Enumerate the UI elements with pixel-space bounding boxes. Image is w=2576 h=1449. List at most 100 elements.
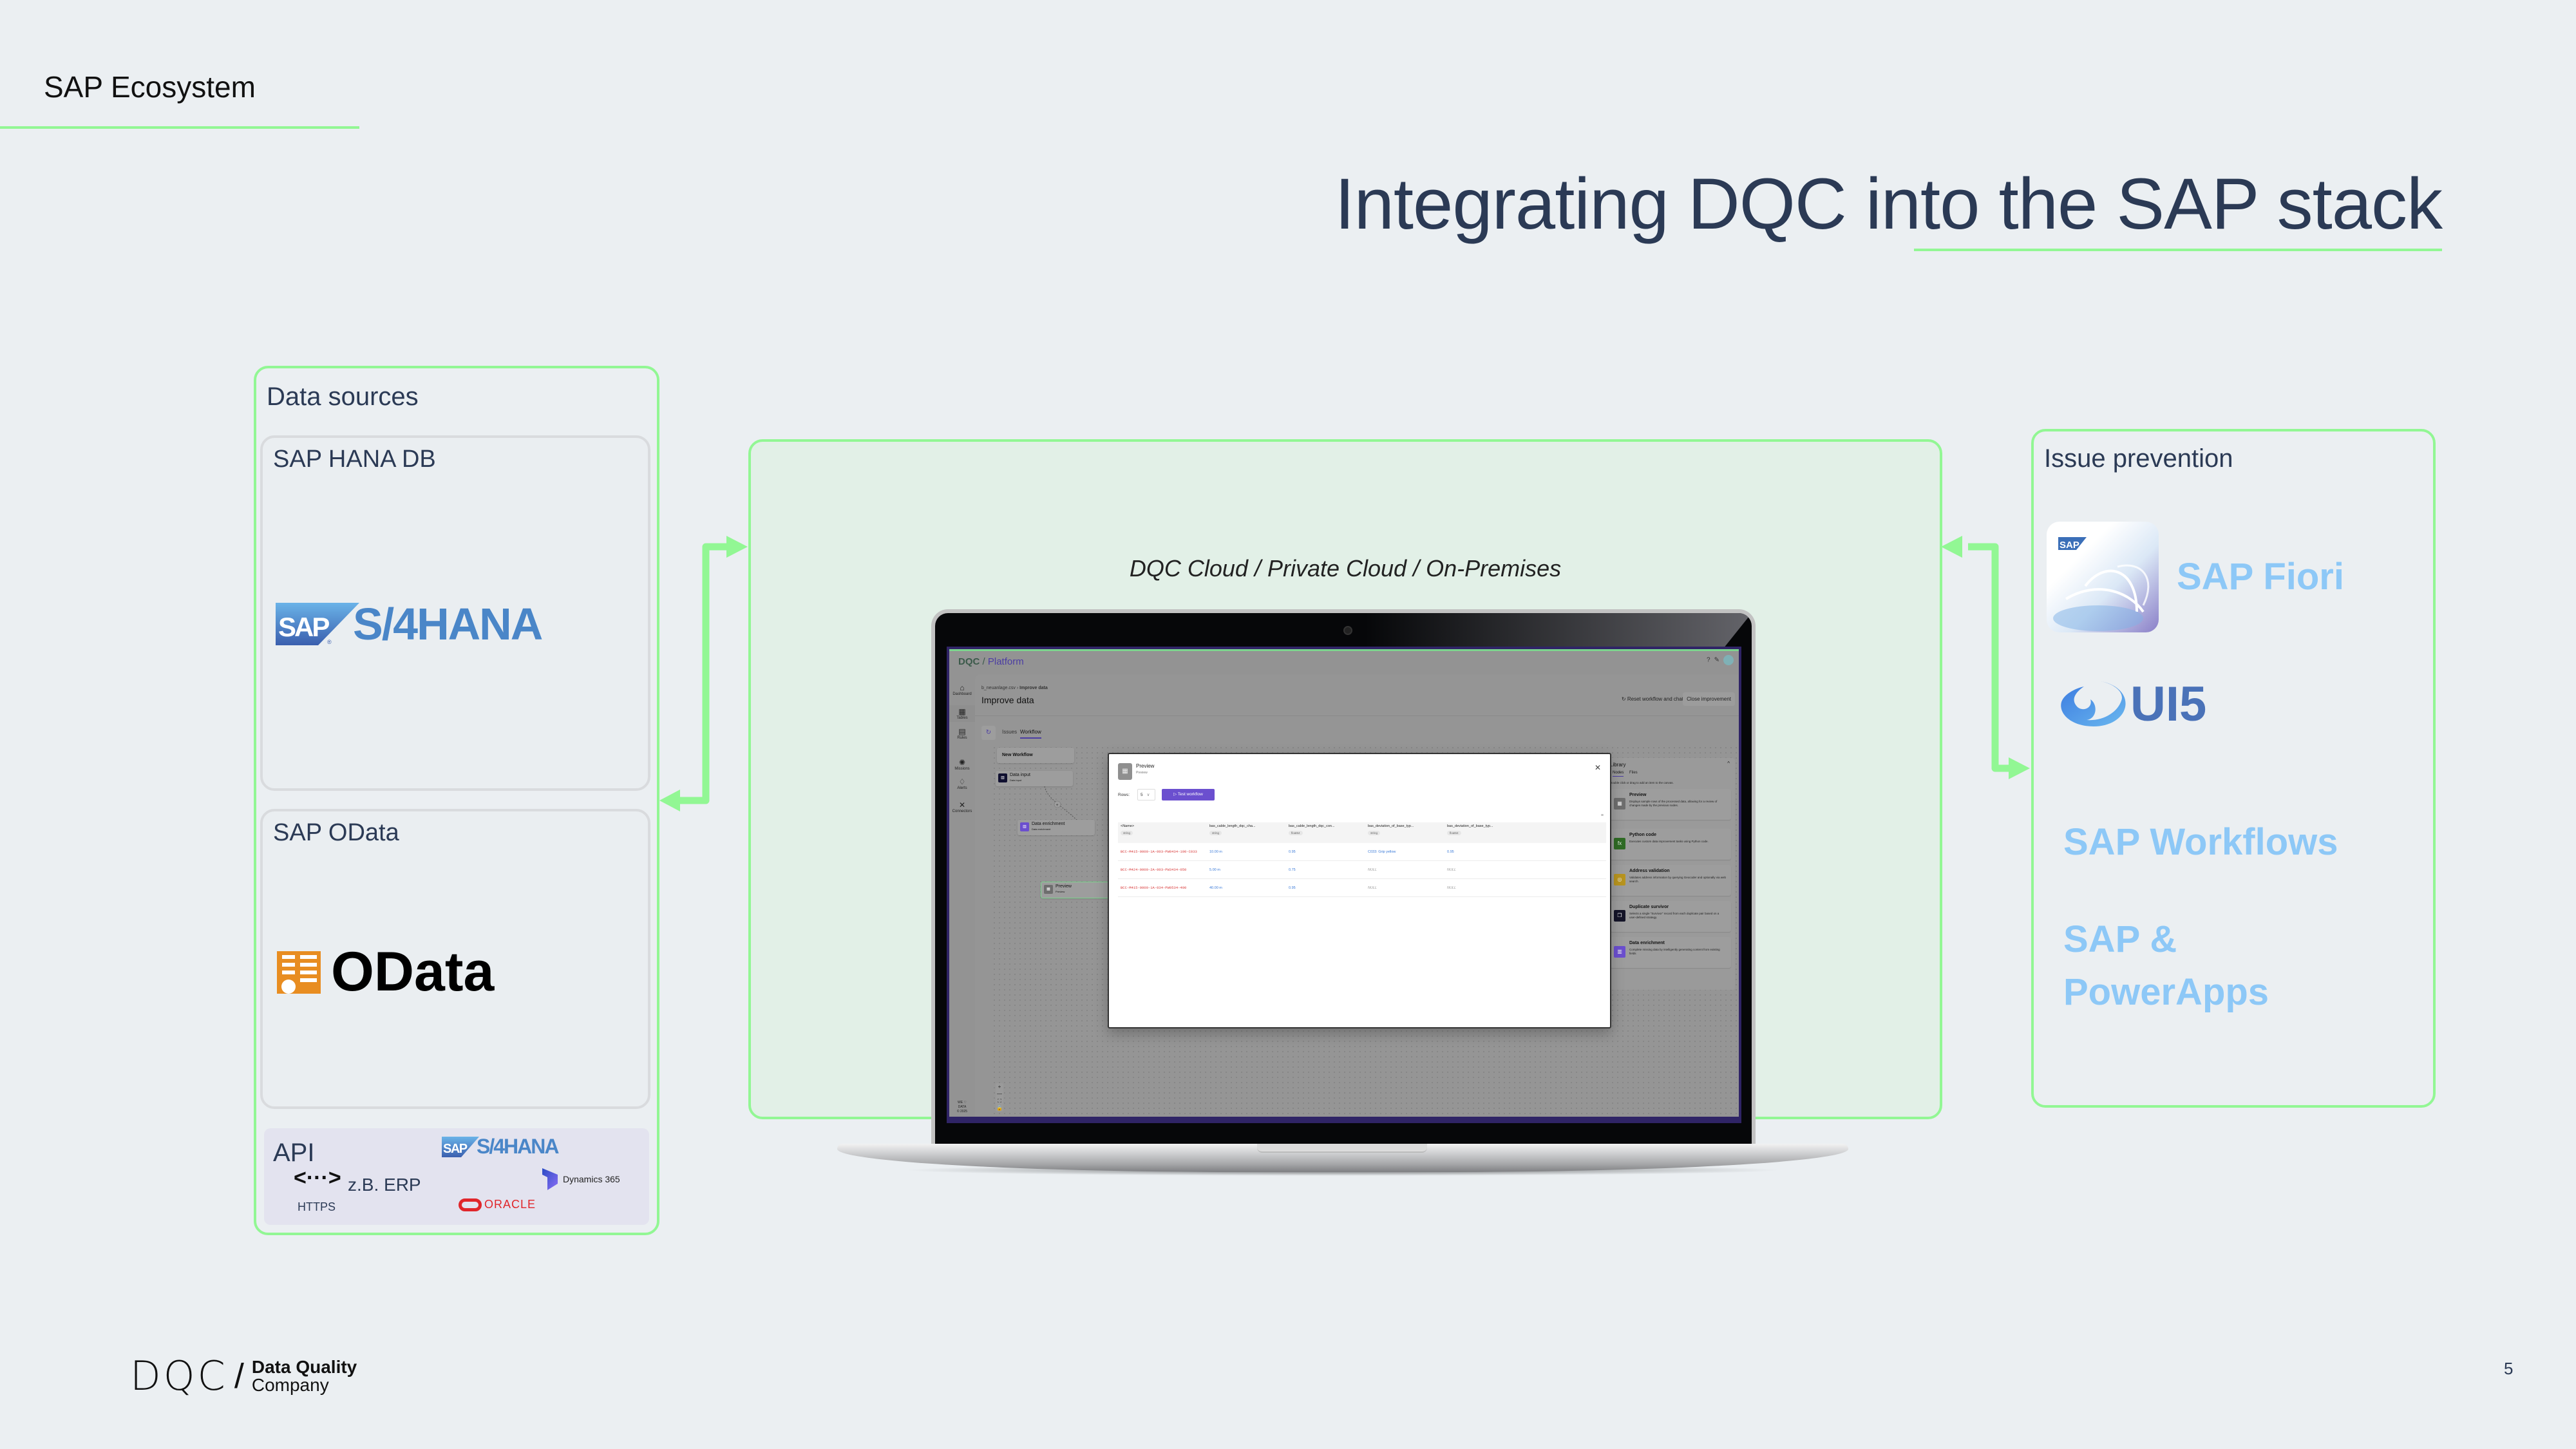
table-cell: NULL: [1444, 878, 1524, 897]
sap-logo-icon: SAP ®: [276, 603, 359, 645]
lock-button[interactable]: 🔒: [996, 1105, 1003, 1111]
close-icon[interactable]: ✕: [1594, 763, 1601, 772]
breadcrumb-item: Improve data: [1019, 686, 1048, 690]
table-cell: NULL: [1365, 860, 1444, 879]
zoom-out-button[interactable]: —: [997, 1091, 1002, 1097]
rows-select[interactable]: 5∨: [1137, 789, 1155, 800]
ui5-phoenix-icon: [2061, 681, 2126, 726]
sidebar-item-alerts[interactable]: ♢Alerts: [949, 777, 975, 790]
reset-workflow-button[interactable]: ↻ Reset workflow and chat: [1621, 696, 1683, 702]
page-number: 5: [2504, 1359, 2514, 1378]
arrow-head-icon: [2009, 757, 2030, 779]
dynamics-icon: [542, 1168, 558, 1190]
fiori-icon: SAP: [2053, 537, 2150, 631]
column-header[interactable]: bas_deviation_of_base_typ...string: [1365, 822, 1444, 843]
grid-icon: ▦: [1614, 798, 1625, 810]
card-title: SAP OData: [273, 819, 399, 846]
close-improvement-button[interactable]: Close improvement: [1683, 692, 1735, 706]
sidebar-item-rules[interactable]: ▤Rules: [949, 727, 975, 740]
column-header[interactable]: bas_cable_length_dqc_con...float64: [1286, 822, 1365, 843]
breadcrumb: b_neuanlage.csv › Improve data: [981, 686, 1048, 690]
sidebar-item-missions[interactable]: ✺Missions: [949, 758, 975, 771]
page-title: Integrating DQC into the SAP stack: [1334, 164, 2443, 244]
camera-icon: [1343, 626, 1352, 635]
dynamics-logo: Dynamics 365: [542, 1168, 620, 1190]
table-cell: 5.00 m: [1207, 860, 1286, 879]
library-hint: Double click or drag to add an item to t…: [1610, 781, 1674, 784]
oracle-ring-icon: [459, 1198, 482, 1211]
odata-text: OData: [331, 941, 495, 1003]
help-icon[interactable]: ?: [1707, 656, 1714, 664]
data-sources-title: Data sources: [267, 383, 419, 411]
svg-text:SAP: SAP: [2060, 540, 2079, 551]
preview-modal: ▦ Preview Preview ✕ Rows: 5∨ ▷ Test work…: [1108, 753, 1611, 1028]
breadcrumb-item[interactable]: b_neuanlage.csv: [981, 686, 1016, 690]
avatar[interactable]: [1723, 655, 1734, 665]
add-node-icon: +: [1056, 803, 1059, 808]
test-workflow-button[interactable]: ▷ Test workflow: [1162, 789, 1215, 800]
sidebar-item-connectors[interactable]: ✕Connectors: [949, 800, 975, 813]
library-tab-nodes[interactable]: Nodes: [1613, 771, 1624, 777]
chevron-up-icon[interactable]: ^: [1727, 761, 1730, 766]
enrich-icon: ▥: [1020, 822, 1029, 831]
card-title: SAP HANA DB: [273, 446, 436, 473]
arrow-head-icon: [1941, 536, 1962, 558]
notifications-icon[interactable]: ✎: [1714, 656, 1723, 664]
enrich-icon: ▥: [1614, 946, 1625, 958]
grid-icon: ▦: [1118, 763, 1132, 780]
column-header[interactable]: <Name>string: [1118, 822, 1207, 843]
sap-logo-icon: SAP: [442, 1136, 479, 1157]
preview-table: <Name>string bas_cable_length_dqc_cha...…: [1118, 822, 1606, 897]
sap-hana-card: SAP HANA DB SAP ® S/4HANA: [260, 435, 650, 791]
right-connector-line: [1968, 543, 2022, 772]
data-input-icon: ▥: [998, 773, 1007, 782]
laptop-mockup: DQC / Platform ?✎ ⌂Dashboard ▦Tables ▤Ru…: [931, 609, 1756, 1145]
table-cell: 40.00 m: [1207, 878, 1286, 897]
dynamics-text: Dynamics 365: [563, 1174, 620, 1184]
tab-workflow[interactable]: Workflow: [1020, 729, 1041, 739]
svg-text:SAP: SAP: [443, 1142, 468, 1156]
sap-fiori-label: SAP Fiori: [2177, 556, 2344, 598]
s4hana-text: S/4HANA: [353, 599, 543, 649]
library-tab-files[interactable]: Files: [1629, 771, 1638, 775]
clipboard-icon: ▤: [958, 727, 966, 736]
issue-prevention-panel: Issue prevention SAP SAP Fiori UI5 SAP W…: [2031, 429, 2436, 1108]
dqc-logo-text: DQC: [130, 1352, 228, 1399]
column-header[interactable]: bas_cable_length_dqc_cha...string: [1207, 822, 1286, 843]
lid-gloss: [1365, 613, 1752, 652]
data-sources-panel: Data sources: [254, 366, 659, 1235]
chevron-down-icon: ∨: [1146, 793, 1150, 797]
app-top-icons: ?✎: [1707, 655, 1734, 665]
table-cell: BCC-M415-0000-1A-003-PW0434-100-C033: [1118, 843, 1207, 861]
issue-prevention-title: Issue prevention: [2044, 444, 2233, 473]
table-cell: NULL: [1444, 860, 1524, 879]
modal-subtitle: Preview: [1136, 771, 1148, 775]
column-header-spacer: [1524, 822, 1606, 843]
library-panel: Library ^ Nodes Files Double click or dr…: [1606, 758, 1735, 990]
app-logo[interactable]: DQC / Platform: [958, 656, 1024, 667]
sidebar-footer: WE ♡DATA© 2025: [956, 1101, 968, 1113]
filter-icon[interactable]: ≡: [1600, 813, 1604, 818]
column-header[interactable]: bas_deviation_of_base_typ...float64: [1444, 822, 1524, 843]
dqc-platform-app: DQC / Platform ?✎ ⌂Dashboard ▦Tables ▤Ru…: [949, 649, 1739, 1117]
company-line-2: Company: [251, 1374, 329, 1395]
sidebar-item-dashboard[interactable]: ⌂Dashboard: [949, 683, 975, 696]
company-line-1: Data Quality: [251, 1356, 357, 1377]
api-example: z.B. ERP: [348, 1175, 421, 1195]
zoom-in-button[interactable]: +: [998, 1084, 1001, 1090]
dashboard-icon: ⌂: [960, 683, 965, 692]
fit-view-button[interactable]: ⛶: [998, 1098, 1001, 1104]
sidebar-item-tables[interactable]: ▦Tables: [949, 705, 975, 722]
s4hana-text: S/4HANA: [477, 1135, 559, 1158]
duplicate-icon: ❐: [1614, 910, 1625, 922]
tab-issues[interactable]: Issues: [1002, 729, 1018, 735]
refresh-icon[interactable]: ↻: [981, 726, 996, 740]
